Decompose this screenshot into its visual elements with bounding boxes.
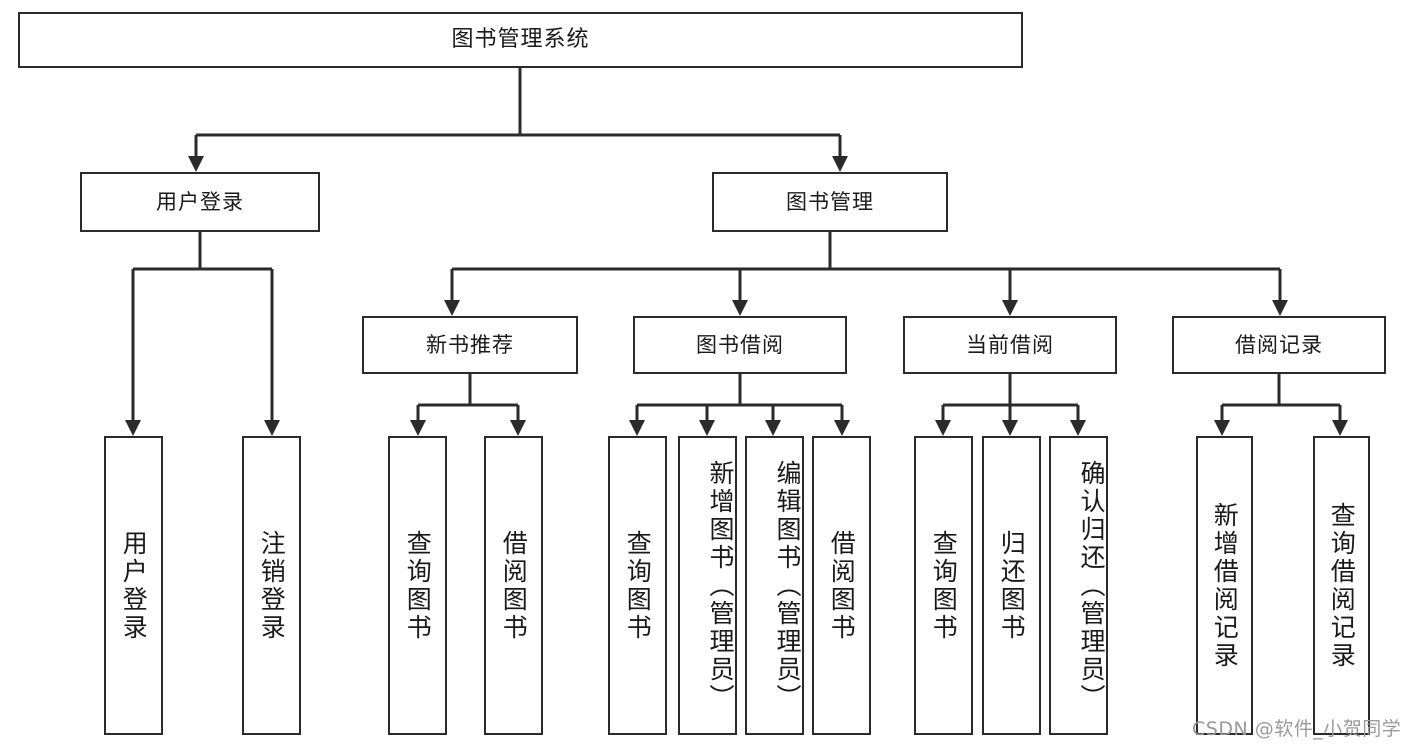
arrow-head-icon	[935, 420, 951, 436]
node-label: 查询图书	[623, 529, 653, 642]
node-leaf-borrow-book-1[interactable]: 借阅图书	[484, 436, 543, 735]
arrow-head-icon	[1002, 300, 1018, 316]
arrow-head-icon	[264, 420, 280, 436]
node-label: 用户登录	[119, 529, 149, 642]
node-label: 借阅图书	[499, 529, 529, 642]
node-user-login[interactable]: 用户登录	[80, 172, 320, 232]
arrow-head-icon	[1214, 420, 1230, 436]
node-leaf-user-login[interactable]: 用户登录	[104, 436, 163, 735]
node-leaf-confirm-return[interactable]: 确认归还（管理员）	[1049, 436, 1108, 735]
node-leaf-add-record[interactable]: 新增借阅记录	[1196, 436, 1253, 735]
watermark-text: CSDN @软件_小贺同学	[1192, 718, 1402, 740]
node-label: 归还图书	[997, 529, 1027, 642]
node-label: 新增借阅记录	[1210, 501, 1240, 670]
node-label: 当前借阅	[966, 332, 1054, 357]
node-label: 借阅图书	[827, 529, 857, 642]
node-label: 编辑图书（管理员）	[773, 459, 802, 712]
node-label: 确认归还（管理员）	[1077, 459, 1106, 712]
arrow-head-icon	[1332, 420, 1348, 436]
arrow-head-icon	[699, 420, 715, 436]
arrow-head-icon	[188, 156, 204, 172]
node-label: 查询图书	[929, 529, 959, 642]
arrow-head-icon	[765, 420, 781, 436]
node-leaf-add-book[interactable]: 新增图书（管理员）	[678, 436, 737, 735]
arrow-head-icon	[629, 420, 645, 436]
node-current-borrow[interactable]: 当前借阅	[903, 316, 1117, 374]
arrow-head-icon	[834, 420, 850, 436]
node-label: 借阅记录	[1235, 332, 1323, 357]
node-leaf-logout[interactable]: 注销登录	[242, 436, 301, 735]
arrow-head-icon	[732, 300, 748, 316]
node-book-borrow[interactable]: 图书借阅	[633, 316, 847, 374]
node-book-manage[interactable]: 图书管理	[712, 172, 948, 232]
arrow-head-icon	[1272, 300, 1288, 316]
node-leaf-query-book-3[interactable]: 查询图书	[914, 436, 973, 735]
node-leaf-borrow-book-2[interactable]: 借阅图书	[812, 436, 871, 735]
node-label: 用户登录	[156, 189, 244, 214]
arrow-head-icon	[444, 300, 460, 316]
node-leaf-query-record[interactable]: 查询借阅记录	[1313, 436, 1370, 735]
node-leaf-query-book-2[interactable]: 查询图书	[608, 436, 667, 735]
node-label: 图书借阅	[696, 332, 784, 357]
arrow-head-icon	[510, 420, 526, 436]
node-label: 查询借阅记录	[1327, 501, 1357, 670]
node-label: 新书推荐	[426, 332, 514, 357]
node-root[interactable]: 图书管理系统	[18, 12, 1023, 68]
node-new-book-rec[interactable]: 新书推荐	[362, 316, 578, 374]
arrow-head-icon	[410, 420, 426, 436]
node-label: 新增图书（管理员）	[706, 459, 735, 712]
node-label: 图书管理系统	[451, 27, 590, 53]
node-label: 图书管理	[786, 189, 874, 214]
arrow-head-icon	[832, 156, 848, 172]
node-leaf-query-book-1[interactable]: 查询图书	[388, 436, 447, 735]
node-label: 注销登录	[257, 529, 287, 642]
node-borrow-record[interactable]: 借阅记录	[1172, 316, 1386, 374]
node-label: 查询图书	[403, 529, 433, 642]
node-leaf-edit-book[interactable]: 编辑图书（管理员）	[745, 436, 804, 735]
arrow-head-icon	[1002, 420, 1018, 436]
node-leaf-return-book[interactable]: 归还图书	[982, 436, 1041, 735]
arrow-head-icon	[125, 420, 141, 436]
arrow-head-icon	[1070, 420, 1086, 436]
